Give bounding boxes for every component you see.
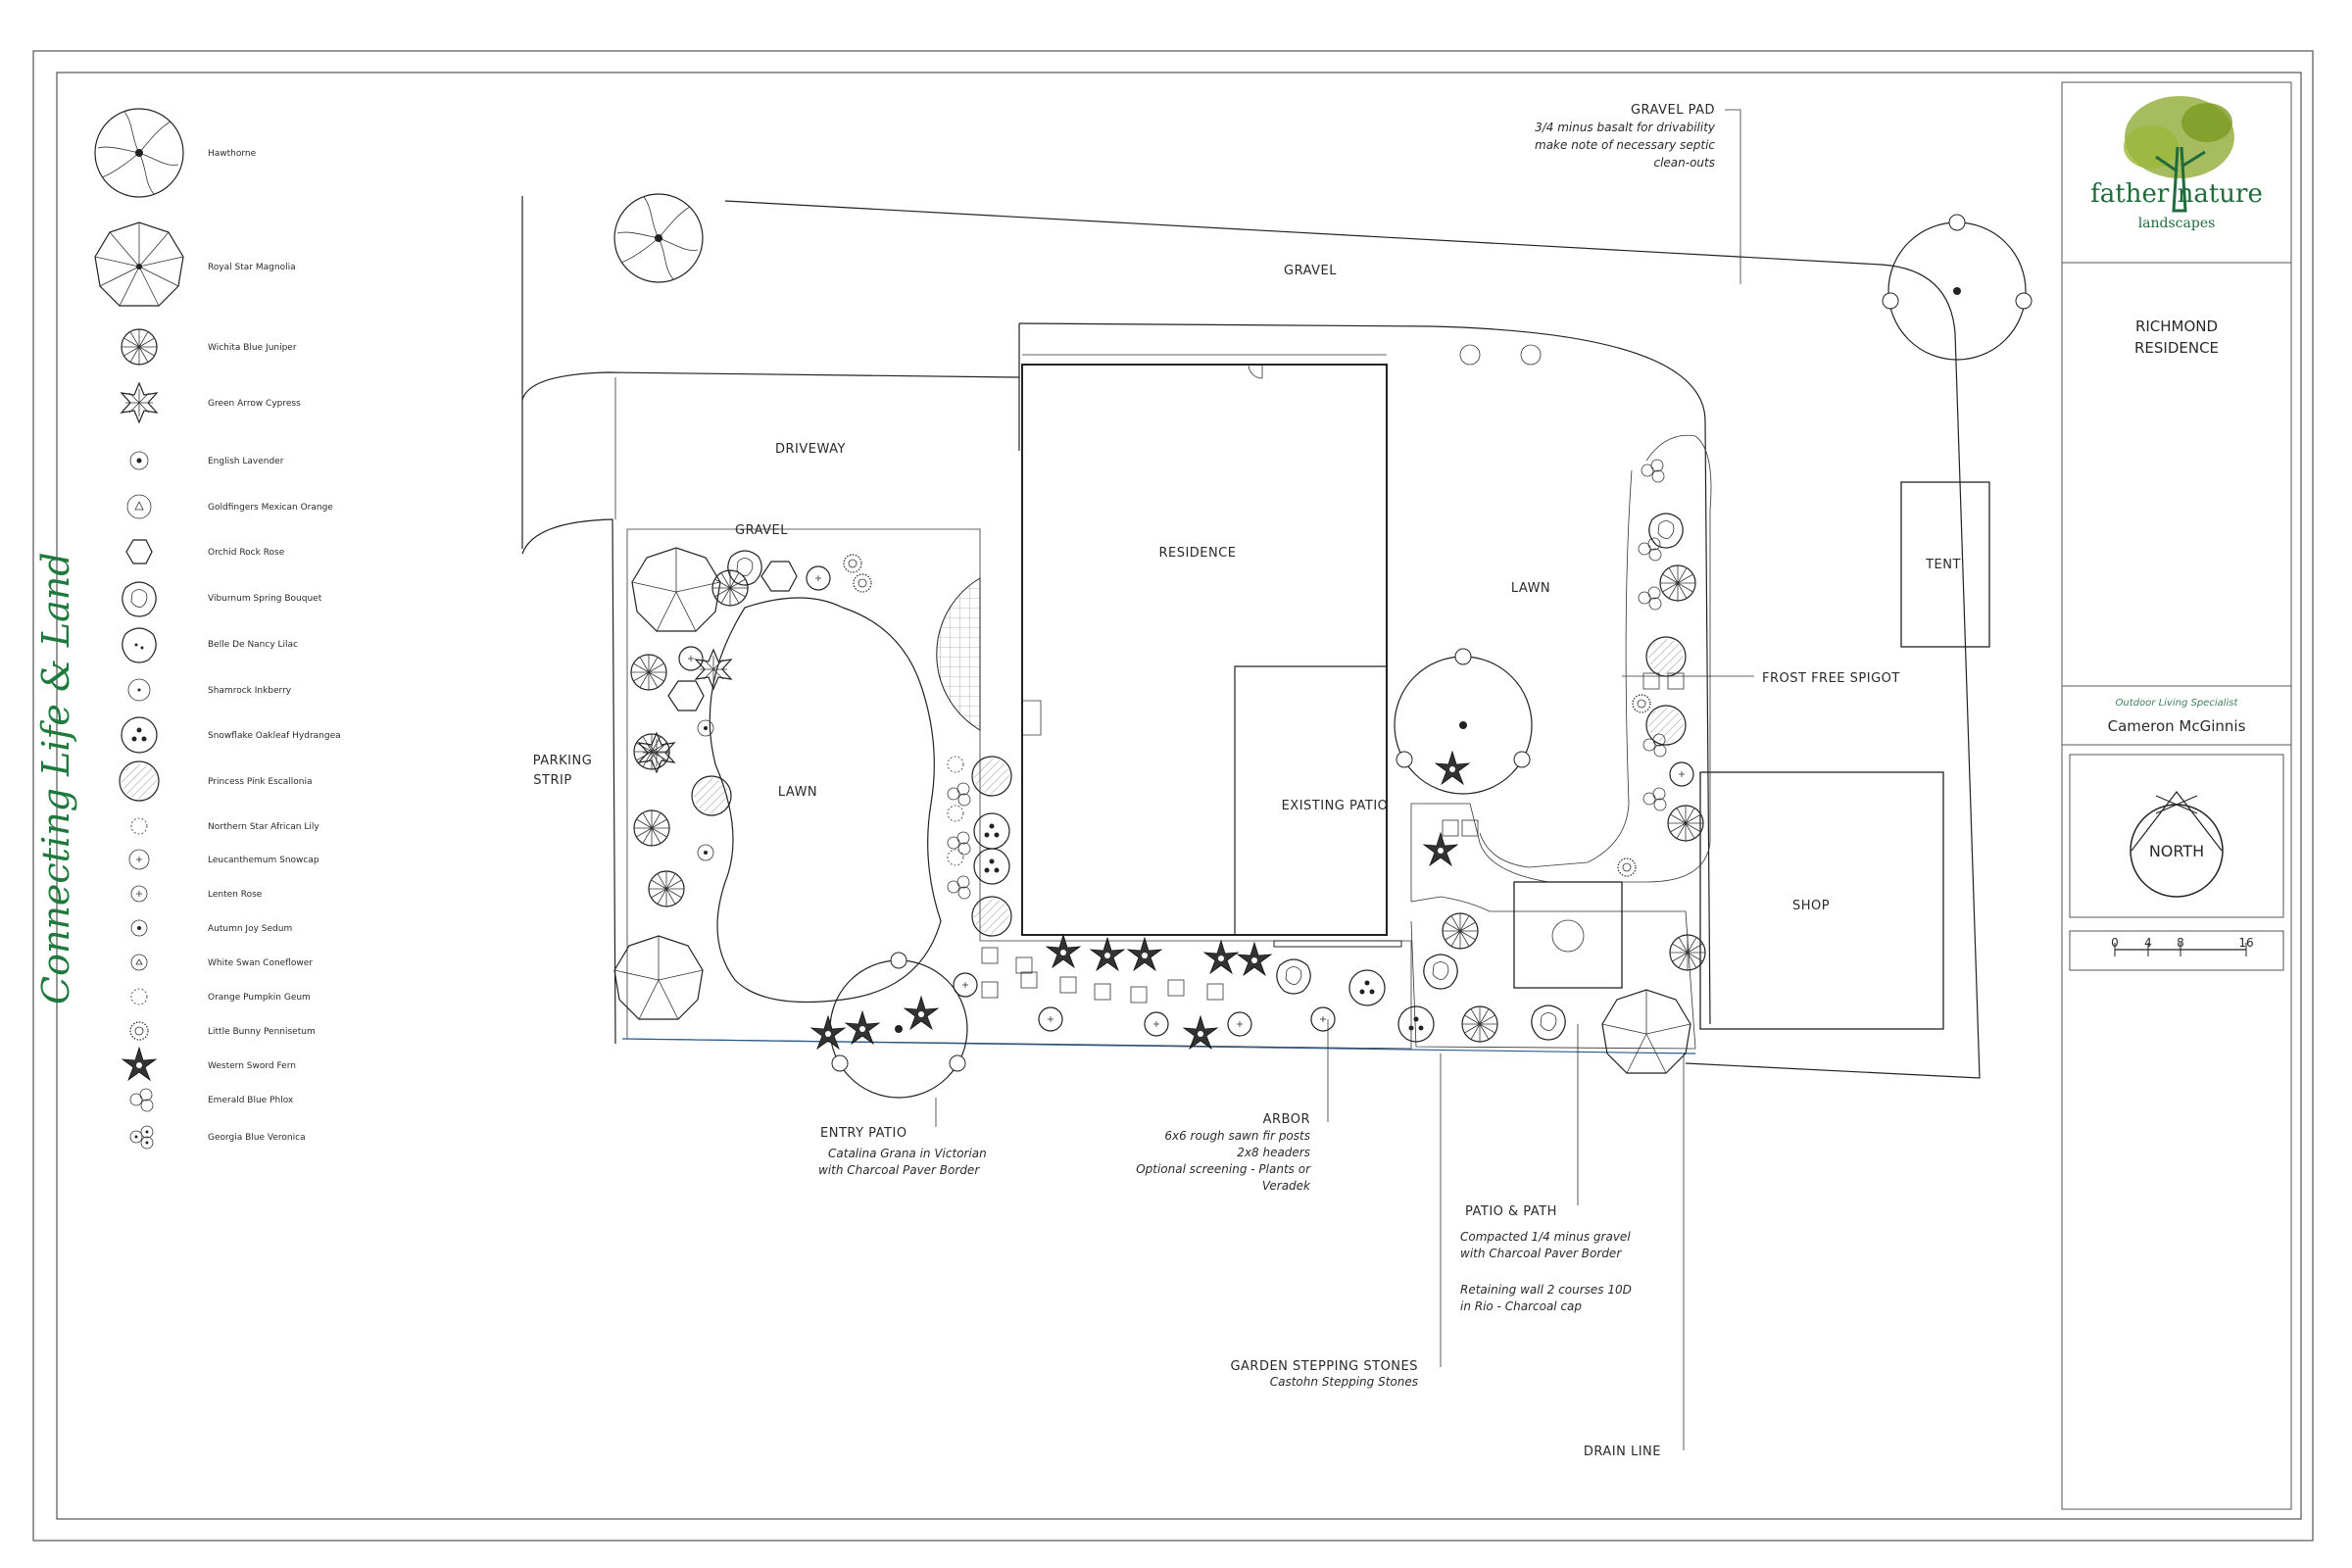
legend-label: Leucanthemum Snowcap: [208, 856, 319, 865]
stepping-stones-title: GARDEN STEPPING STONES: [1230, 1359, 1418, 1374]
legend-label: Green Arrow Cypress: [208, 399, 301, 409]
arbor-note: 6x6 rough sawn fir posts: [1164, 1129, 1310, 1143]
legend-label: Belle De Nancy Lilac: [208, 640, 298, 650]
legend-label: Georgia Blue Veronica: [208, 1133, 306, 1143]
logo-subtext: landscapes: [2138, 216, 2216, 231]
legend-label: Viburnum Spring Bouquet: [208, 594, 322, 604]
arbor-note: Optional screening - Plants or: [1136, 1162, 1311, 1176]
patio-path-note: Retaining wall 2 courses 10D: [1460, 1283, 1632, 1297]
legend-label: Northern Star African Lily: [208, 822, 319, 832]
driveway-label: DRIVEWAY: [775, 442, 846, 457]
drain-line-label: DRAIN LINE: [1584, 1445, 1661, 1459]
entry-patio-title: ENTRY PATIO: [820, 1126, 907, 1141]
patio-box: [1513, 881, 1623, 989]
gravel-strip-label: GRAVEL: [735, 523, 788, 538]
inner-border: [56, 72, 2302, 1520]
legend-label: Hawthorne: [208, 149, 257, 159]
residence-footprint: [1021, 364, 1388, 936]
legend-label: Royal Star Magnolia: [208, 263, 296, 272]
plan-labels: GRAVEL DRIVEWAY GRAVEL PARKING STRIP LAW…: [533, 264, 1961, 913]
magnolia-shrub: [613, 935, 704, 1020]
designer-name: Cameron McGinnis: [2108, 717, 2246, 735]
parking-strip-label: STRIP: [533, 773, 571, 788]
outer-border: [32, 50, 2314, 1542]
legend-label: Orange Pumpkin Geum: [208, 993, 311, 1003]
arbor-title: ARBOR: [1263, 1112, 1310, 1127]
site-plan: [521, 109, 2033, 1450]
gravel-pad-note: 3/4 minus basalt for drivability: [1535, 121, 1716, 134]
legend-label: Western Sword Fern: [208, 1061, 296, 1071]
designer-role: Outdoor Living Specialist: [2116, 698, 2239, 709]
arbor-note: 2x8 headers: [1237, 1146, 1310, 1159]
tagline: Connecting Life & Land: [34, 552, 77, 1004]
legend-label: Autumn Joy Sedum: [208, 924, 292, 934]
legend-label: Princess Pink Escallonia: [208, 777, 312, 787]
frost-free-spigot-label: FROST FREE SPIGOT: [1762, 671, 1900, 686]
legend-label: Wichita Blue Juniper: [208, 343, 297, 353]
legend-label: Emerald Blue Phlox: [208, 1096, 294, 1105]
title-block: father nature landscapes RICHMOND RESIDE…: [2061, 81, 2292, 1510]
gravel-label: GRAVEL: [1284, 264, 1337, 278]
right-planting-bed: [1410, 434, 1712, 1050]
scale-tick-label: 4: [2144, 936, 2152, 950]
project-name-line2: RESIDENCE: [2134, 339, 2219, 357]
lawn-label: LAWN: [1511, 581, 1550, 596]
magnolia-symbol: [94, 221, 184, 307]
plant-legend: Hawthorne Royal Star Magnolia Wichita Bl…: [94, 108, 341, 1150]
scale-bar: 0 4 8 16: [2111, 936, 2254, 956]
gravel-pad-title: GRAVEL PAD: [1631, 103, 1715, 118]
north-arrow-icon: [2130, 791, 2224, 898]
entry-patio-note: Catalina Grana in Victorian: [828, 1147, 987, 1160]
legend-label: Little Bunny Pennisetum: [208, 1027, 316, 1037]
legend-label: Lenten Rose: [208, 890, 263, 900]
legend-label: Orchid Rock Rose: [208, 548, 285, 558]
stepping-stones-note: Castohn Stepping Stones: [1270, 1375, 1418, 1389]
shop-footprint: [1699, 771, 1944, 1030]
magnolia-tree: [1882, 214, 2033, 361]
legend-label: White Swan Coneflower: [208, 958, 313, 968]
tent-label: TENT: [1925, 558, 1961, 572]
patio-path-note: Compacted 1/4 minus gravel: [1460, 1230, 1631, 1244]
left-lawn: [709, 597, 942, 1004]
legend-label: Snowflake Oakleaf Hydrangea: [208, 731, 341, 741]
lawn-tree: [1394, 648, 1533, 795]
shop-label: SHOP: [1792, 899, 1830, 913]
leader-lines: [935, 675, 1754, 1450]
scale-tick-label: 16: [2238, 936, 2253, 950]
hawthorne-tree: [613, 193, 704, 283]
logo-tree-icon: [2124, 96, 2234, 213]
project-name-line1: RICHMOND: [2135, 318, 2218, 335]
patio-path-title: PATIO & PATH: [1465, 1204, 1557, 1219]
tent-footprint: [1900, 481, 1990, 648]
north-label: NORTH: [2149, 842, 2204, 860]
gravel-pad-note: make note of necessary septic: [1535, 138, 1715, 152]
gravel-pad-note: clean-outs: [1653, 156, 1715, 170]
magnolia-shrub: [631, 547, 721, 632]
arbor-note: Veradek: [1262, 1179, 1311, 1193]
paver-patio: [936, 577, 981, 731]
legend-label: Goldfingers Mexican Orange: [208, 503, 333, 513]
patio-path-note: in Rio - Charcoal cap: [1460, 1299, 1582, 1313]
existing-patio-label: EXISTING PATIO: [1282, 799, 1389, 813]
lawn-label: LAWN: [778, 785, 817, 800]
logo-text: father nature: [2090, 179, 2263, 209]
residence-label: RESIDENCE: [1158, 546, 1236, 561]
parking-strip-label: PARKING: [533, 754, 593, 768]
magnolia-shrub: [1601, 989, 1691, 1074]
patio-path-note: with Charcoal Paver Border: [1460, 1247, 1622, 1260]
entry-patio-note: with Charcoal Paver Border: [818, 1163, 980, 1177]
scale-tick-label: 8: [2177, 936, 2184, 950]
scale-tick-label: 0: [2111, 936, 2119, 950]
legend-label: English Lavender: [208, 457, 284, 466]
plan-notes: GRAVEL PAD 3/4 minus basalt for drivabil…: [818, 103, 1900, 1459]
legend-label: Shamrock Inkberry: [208, 686, 292, 696]
